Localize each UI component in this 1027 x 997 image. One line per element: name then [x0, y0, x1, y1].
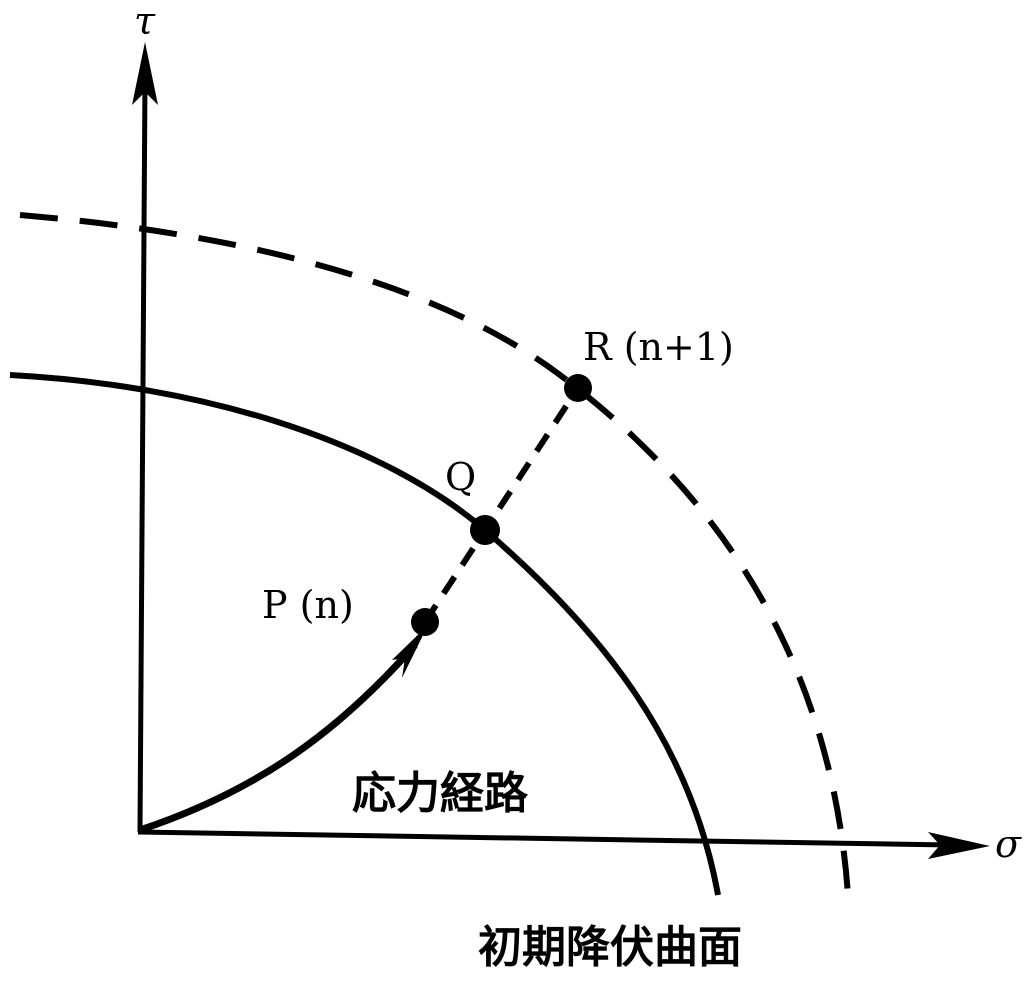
stress-increment-dashed [422, 386, 581, 624]
point-r-label: R (n+1) [583, 325, 734, 369]
subsequent-yield-surface [19, 212, 851, 896]
stress-path-curve [138, 642, 418, 834]
sigma-axis-label: σ [995, 822, 1022, 866]
stress-path-label: 応力経路 [352, 768, 529, 819]
sigma-axis-arrowhead [928, 832, 990, 859]
sigma-axis [137, 829, 951, 848]
tau-axis [137, 79, 148, 833]
tau-axis-label: τ [134, 0, 156, 43]
point-q-label: Q [445, 455, 476, 499]
point-p [411, 608, 439, 636]
tau-axis-arrowhead [132, 42, 158, 105]
point-r [564, 374, 592, 402]
point-p-label: P (n) [262, 583, 354, 627]
stress-path-arrowhead [392, 625, 428, 678]
initial-yield-surface-label: 初期降伏曲面 [478, 922, 742, 973]
point-q [470, 515, 500, 545]
